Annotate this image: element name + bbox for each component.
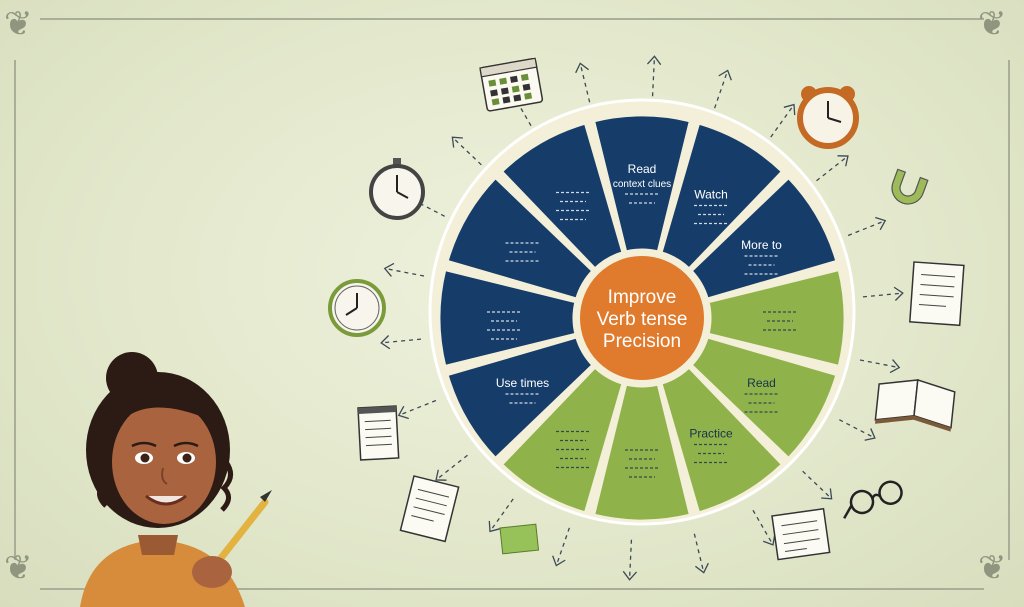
document-icon (399, 475, 460, 543)
segment-label-line: Read (747, 376, 776, 390)
radiating-arrow (381, 338, 422, 344)
radiating-arrow (398, 399, 437, 416)
radiating-arrow-head (875, 216, 887, 231)
radiating-arrow-head (575, 62, 589, 74)
eyeglasses-icon (843, 480, 903, 519)
wheel-segment (499, 121, 625, 272)
radiating-arrow-head (718, 69, 732, 81)
radiating-arrow-head (837, 155, 849, 167)
radiating-arrow (555, 527, 571, 566)
frame-left-line (14, 60, 16, 560)
segment-label-line: Watch (694, 187, 728, 201)
corner-ornament-icon: ❦ (978, 548, 1007, 588)
radiating-arrow-head (383, 262, 395, 277)
radiating-arrow-head (622, 570, 638, 581)
radiating-arrow-head (893, 286, 904, 301)
radiating-arrow-head (451, 136, 463, 148)
radiating-arrow (816, 155, 849, 182)
wheel-segment (706, 267, 847, 369)
corner-ornament-icon: ❦ (4, 548, 33, 588)
radiating-arrow-head (821, 488, 833, 500)
radiating-arrow (859, 359, 900, 369)
alarm-clock-icon (797, 86, 859, 149)
radiating-arrow (862, 292, 903, 298)
radiating-arrow (628, 539, 633, 580)
radiating-arrow-head (864, 428, 876, 441)
segment-label-line: context clues (613, 179, 671, 190)
frame-right-line (1008, 60, 1010, 560)
segment-label-line: Use times (496, 376, 549, 390)
radiating-arrow-head (552, 555, 566, 567)
radiating-arrow (651, 56, 656, 97)
wheel-segment (659, 121, 785, 272)
segment-label-line: Practice (689, 427, 733, 441)
radiating-arrow-head (762, 534, 776, 546)
radiating-arrow (693, 533, 705, 573)
wheel-segment (591, 113, 693, 254)
center-title-line-1: Improve (608, 287, 677, 308)
notepad-icon (357, 405, 400, 461)
wheel-segment (688, 175, 839, 301)
radiating-arrow (839, 419, 876, 439)
radiating-arrow (752, 509, 774, 546)
corner-ornament-icon: ❦ (978, 4, 1007, 44)
radiating-arrow (435, 454, 468, 481)
clipboard-icon (771, 507, 831, 561)
wheel-segment (659, 364, 785, 515)
open-book-icon (874, 378, 956, 432)
radiating-arrow-head (646, 55, 662, 66)
corner-ornament-icon: ❦ (4, 4, 33, 44)
radiating-arrow (489, 498, 514, 532)
radiating-arrow-head (889, 359, 901, 374)
radiating-arrow (579, 63, 591, 103)
radiating-arrow (802, 470, 833, 500)
girl-with-pencil-illustration (80, 352, 272, 607)
wheel-segments (437, 113, 847, 523)
radiating-arrow (847, 220, 886, 237)
wheel-segment (445, 175, 596, 301)
sticky-note-icon (499, 523, 540, 555)
radiating-arrow-head (783, 103, 796, 116)
radiating-arrow (451, 136, 482, 166)
frame-bottom-line (40, 588, 984, 590)
wheel-segment (688, 335, 839, 461)
radiating-arrow (770, 104, 795, 138)
wheel-segment (445, 335, 596, 461)
radiating-arrow (384, 267, 425, 277)
calendar-icon (479, 57, 544, 112)
center-hub (576, 252, 708, 384)
pocket-watch-icon (328, 279, 386, 337)
wheel-segment (591, 382, 693, 523)
radiating-arrow-head (695, 562, 709, 574)
radiating-arrow-head (488, 520, 501, 533)
segment-label-line: More to (741, 238, 782, 252)
note-paper-icon (909, 261, 965, 327)
wheel-segment (437, 267, 578, 369)
radiating-arrow-head (435, 469, 447, 481)
center-title-line-3: Precision (603, 331, 681, 352)
center-title-line-2: Verb tense (597, 309, 688, 330)
magnet-icon (891, 168, 929, 205)
frame-top-line (40, 18, 984, 20)
radiating-arrow-head (380, 335, 391, 350)
radiating-arrow-head (397, 405, 409, 420)
segment-label-line: Read (628, 162, 657, 176)
stopwatch-icon (369, 158, 425, 220)
radiating-arrow (713, 70, 729, 109)
